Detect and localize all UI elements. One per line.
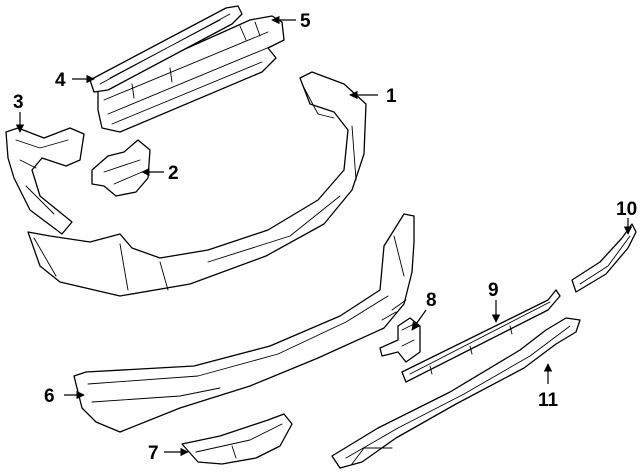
callout-9: 9 <box>488 280 499 301</box>
part-bumper-cover <box>27 71 367 297</box>
part-center-bracket <box>91 139 151 197</box>
part-right-molding <box>571 223 637 293</box>
callout-2: 2 <box>168 163 179 184</box>
part-sensor-bracket <box>379 317 421 363</box>
part-lower-diffuser <box>331 317 581 469</box>
part-side-bracket <box>5 127 85 235</box>
callout-7: 7 <box>148 443 159 464</box>
callout-10: 10 <box>616 199 637 220</box>
part-energy-absorber <box>89 5 243 93</box>
part-lower-bumper <box>73 213 415 433</box>
callout-5: 5 <box>300 11 311 32</box>
part-valance-left <box>181 413 293 465</box>
part-impact-beam <box>97 15 285 133</box>
part-center-molding <box>401 289 561 383</box>
leader-lines <box>15 15 633 457</box>
callout-labels: 1 2 3 4 5 6 7 8 9 10 11 <box>13 11 637 464</box>
callout-3: 3 <box>13 92 24 113</box>
leader-8 <box>411 309 427 331</box>
callout-1: 1 <box>386 86 397 107</box>
callout-11: 11 <box>538 390 559 411</box>
callout-4: 4 <box>55 70 66 91</box>
callout-6: 6 <box>44 386 55 407</box>
callout-8: 8 <box>426 290 437 311</box>
